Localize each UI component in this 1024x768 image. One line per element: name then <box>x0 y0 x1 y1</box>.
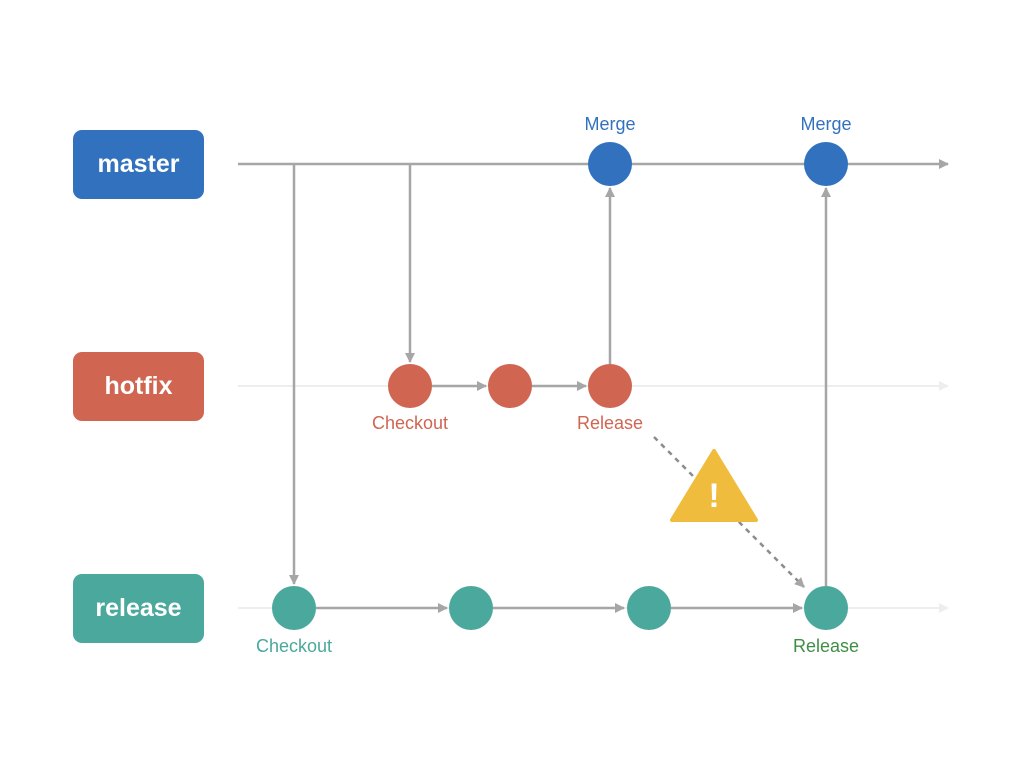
release-commit-node-1 <box>449 586 493 630</box>
master-merge-node-1 <box>588 142 632 186</box>
master-merge-node-2 <box>804 142 848 186</box>
master-merge-label-2: Merge <box>800 114 851 134</box>
hotfix-release-node <box>588 364 632 408</box>
branch-label-hotfix: hotfix <box>73 352 204 421</box>
branch-label-master: master <box>73 130 204 199</box>
release-checkout-label: Checkout <box>256 636 332 656</box>
hotfix-release-label: Release <box>577 413 643 433</box>
branch-label-release: release <box>73 574 204 643</box>
master-merge-label-1: Merge <box>584 114 635 134</box>
hotfix-checkout-node <box>388 364 432 408</box>
warning-symbol: ! <box>708 477 719 515</box>
release-checkout-node <box>272 586 316 630</box>
hotfix-commit-node <box>488 364 532 408</box>
release-release-node <box>804 586 848 630</box>
warning-triangle-icon: ! <box>670 449 758 522</box>
release-commit-node-2 <box>627 586 671 630</box>
hotfix-checkout-label: Checkout <box>372 413 448 433</box>
release-release-label: Release <box>793 636 859 656</box>
